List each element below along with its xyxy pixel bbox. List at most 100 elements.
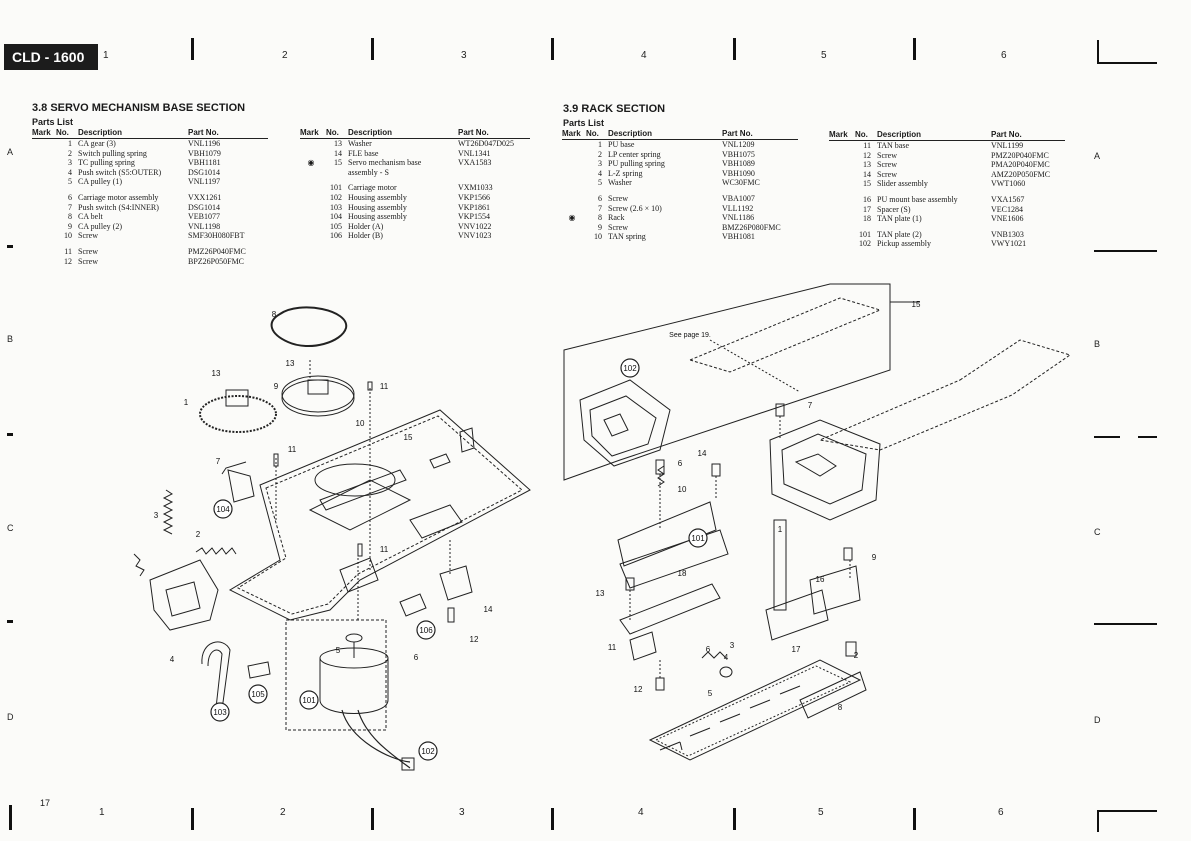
callout-13: 13 — [212, 369, 221, 378]
col-header-description: Description — [348, 128, 458, 139]
part-mark — [300, 183, 326, 193]
callout-8: 8 — [838, 703, 843, 712]
callout-106: 106 — [419, 626, 433, 635]
part-mark — [32, 149, 56, 159]
col-header-description: Description — [608, 129, 722, 140]
rack-drawing — [648, 659, 862, 761]
part-number-index: 14 — [334, 148, 342, 158]
part-mark — [300, 139, 326, 149]
col-header-description: Description — [78, 128, 188, 139]
part-mark: ◉ — [568, 213, 576, 223]
frame-tick — [7, 620, 13, 623]
part-number: PMZ20P040FMC — [991, 150, 1049, 160]
part-mark — [829, 230, 855, 240]
grid-col-6-top: 6 — [1001, 50, 1007, 61]
callout-1: 1 — [184, 398, 189, 407]
part-number: VBH1089 — [722, 159, 755, 169]
frame-tick — [1094, 436, 1120, 438]
part-description: Screw — [608, 222, 628, 232]
col-header-mark: Mark — [562, 129, 586, 140]
frame-tick — [1097, 40, 1099, 63]
part-number-index: 104 — [330, 212, 342, 222]
part-number-index: 8 — [68, 212, 72, 222]
frame-tick — [7, 245, 13, 248]
frame-tick — [371, 38, 374, 60]
part-number: WC30FMC — [722, 178, 760, 188]
callout-4: 4 — [170, 655, 175, 664]
part-mark — [32, 168, 56, 178]
screw-10-drawing — [367, 381, 373, 391]
part-number-index: 5 — [598, 178, 602, 188]
part-number-index: 6 — [598, 193, 602, 203]
rack-pickup-frame-drawing — [563, 283, 891, 481]
part-number: VEB1077 — [188, 212, 220, 222]
callout-10: 10 — [678, 485, 687, 494]
callout-105: 105 — [251, 690, 265, 699]
frame-tick — [913, 808, 916, 830]
part-number-index — [326, 168, 348, 178]
part-description: LP center spring — [608, 149, 661, 159]
part-description: Push switch (S5:OUTER) — [78, 167, 162, 177]
part-number: VKP1861 — [458, 202, 491, 212]
page-number: 17 — [40, 798, 51, 808]
part-description: Carriage motor assembly — [78, 192, 159, 202]
callout-101: 101 — [691, 534, 705, 543]
part-number-index: 106 — [330, 231, 342, 241]
grid-col-3-bottom: 3 — [459, 807, 465, 818]
tan-plate-1-drawing — [619, 529, 729, 589]
part-description: CA pulley (2) — [78, 221, 122, 231]
callout-5: 5 — [708, 689, 713, 698]
part-description: Pickup assembly — [877, 239, 931, 249]
part-number-index: 10 — [64, 231, 72, 241]
part-mark — [32, 193, 56, 203]
rack-exploded-diagram: See page 19. 102 101 1 2 3 4 5 6 6 7 8 9… — [563, 283, 1072, 761]
part-number-index: 10 — [594, 232, 602, 242]
part-number: VNL1186 — [722, 213, 755, 223]
part-number-index: 6 — [68, 192, 72, 202]
part-number-index: 1 — [598, 140, 602, 149]
push-switch-cable-drawing — [201, 641, 231, 711]
washer-drawing — [719, 666, 733, 678]
part-description: L-Z spring — [608, 168, 643, 178]
grid-row-d-right: D — [1094, 715, 1101, 725]
part-number: VBH1181 — [188, 158, 221, 168]
tc-pulling-spring-drawing — [162, 489, 174, 535]
part-number: VNV1022 — [458, 221, 492, 231]
part-description: Washer — [608, 178, 632, 188]
part-description: Housing assembly — [348, 192, 407, 202]
col-header-no: No. — [326, 128, 348, 139]
part-number: BPZ26P050FMC — [188, 256, 245, 266]
grid-col-4-top: 4 — [641, 50, 647, 61]
frame-tick — [1094, 623, 1157, 625]
tan-spring-drawing — [657, 465, 665, 487]
part-description: CA belt — [78, 212, 103, 222]
pickup-assembly-drawing — [579, 379, 671, 467]
frame-tick — [9, 805, 12, 830]
parts-row: assembly - S — [300, 168, 530, 178]
part-mark — [300, 193, 326, 203]
callout-16: 16 — [816, 575, 825, 584]
part-description: Switch pulling spring — [78, 148, 147, 158]
callout-7: 7 — [808, 401, 813, 410]
see-page-note: See page 19. — [669, 332, 711, 339]
grid-row-d-left: D — [7, 712, 14, 722]
part-number-index: 4 — [598, 168, 602, 178]
callout-5: 5 — [336, 646, 341, 655]
part-description: PU pulling spring — [608, 159, 665, 169]
slider-assembly-drawing — [688, 297, 882, 373]
part-number-index: 3 — [68, 158, 72, 168]
